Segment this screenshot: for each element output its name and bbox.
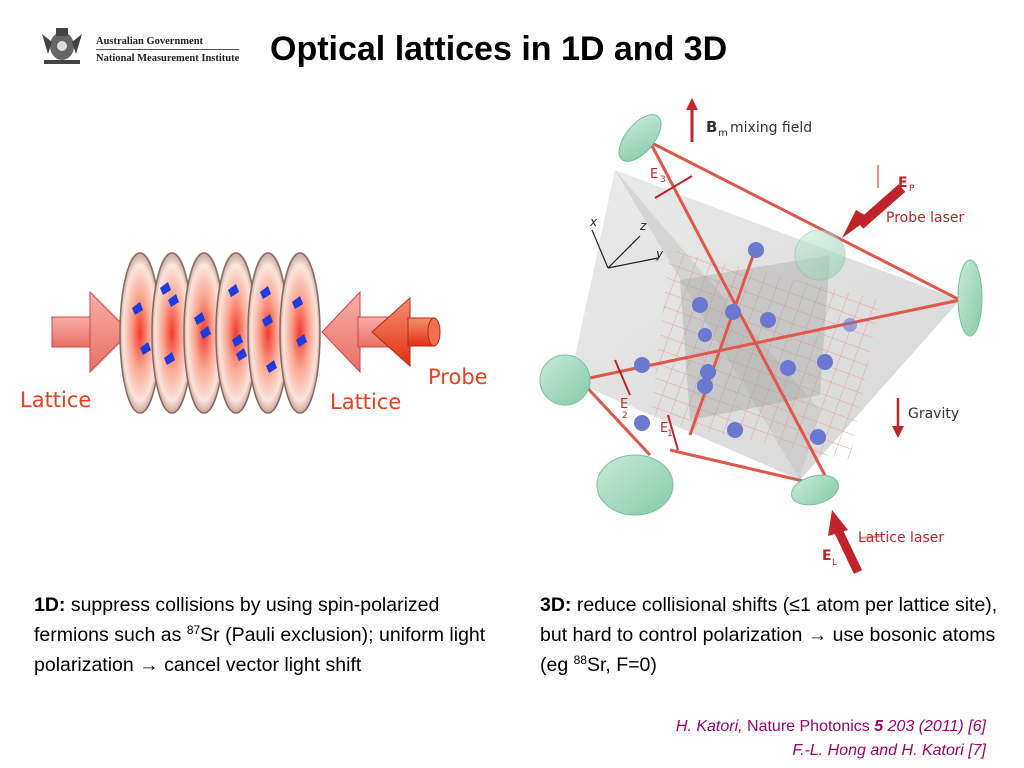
gravity-label: Gravity	[908, 406, 959, 422]
probe-arrow	[371, 296, 441, 368]
citation-author: H. Katori,	[675, 718, 743, 735]
bm-subscript: m	[718, 128, 728, 139]
slide-title: Optical lattices in 1D and 3D	[270, 30, 728, 68]
caption-1d-text-1: suppress collisions by using spin-polari…	[34, 594, 440, 646]
axis-x-label: x	[589, 215, 598, 229]
citation-journal: Nature Photonics	[742, 718, 875, 735]
e3-symbol: E	[650, 167, 658, 182]
e3-subscript: 3	[660, 175, 666, 185]
logo-divider	[96, 49, 239, 50]
e2-e1-polarization-arrows	[614, 359, 679, 451]
caption-1d-isotope: 87	[186, 623, 201, 637]
citation-volume: 5	[874, 718, 884, 735]
el-symbol: E	[822, 548, 832, 564]
figure-1d-lattice: Lattice Lattice Probe	[20, 252, 488, 414]
logo-line-government: Australian Government	[96, 36, 204, 47]
mirrors	[539, 114, 983, 516]
e2-symbol: E	[620, 397, 628, 412]
caption-1d-heading: 1D:	[34, 594, 66, 616]
caption-3d-text-1: reduce collisional shifts (≤1 atom per l…	[540, 594, 998, 676]
spin-polarized-atoms	[132, 282, 307, 373]
lattice-laser-arrow	[828, 510, 883, 574]
government-crest-logo	[42, 28, 82, 64]
ep-subscript: P	[909, 184, 915, 194]
mixing-field-label: mixing field	[730, 120, 812, 136]
citation-hong-katori: F.-L. Hong and H. Katori [7]	[792, 742, 986, 759]
gravity-arrow	[892, 398, 904, 438]
lattice-atoms	[634, 242, 857, 445]
probe-laser-label: Probe laser	[886, 210, 965, 226]
bm-symbol: B	[706, 118, 717, 136]
caption-3d-heading: 3D:	[540, 594, 572, 616]
probe-label: Probe	[428, 365, 488, 389]
citation-pages: 203 (2011) [6]	[883, 718, 986, 735]
caption-3d: 3D: reduce collisional shifts (≤1 atom p…	[540, 590, 1010, 680]
e2-subscript: 2	[622, 411, 628, 421]
mixing-field-arrow	[686, 98, 698, 142]
coordinate-axes	[591, 229, 659, 269]
figure-3d-lattice: B m mixing field E 3 E P Probe laser x z…	[539, 98, 983, 574]
e1-symbol: E	[660, 421, 668, 436]
e3-polarization-arrow	[654, 175, 693, 199]
right-lattice-label: Lattice	[330, 390, 401, 414]
caption-1d: 1D: suppress collisions by using spin-po…	[34, 590, 504, 680]
left-lattice-arrow	[51, 290, 131, 374]
axis-z-label: z	[639, 219, 647, 233]
caption-1d-text-2: Sr (Pauli exclusion); uniform light pola…	[34, 624, 486, 676]
lattice-disks	[119, 252, 321, 414]
lattice-laser-label: Lattice laser	[858, 530, 944, 546]
logo-line-institute: National Measurement Institute	[96, 53, 240, 64]
ep-symbol: E	[898, 175, 908, 191]
caption-3d-text-2: Sr, F=0)	[586, 654, 657, 676]
citation-katori: H. Katori, Nature Photonics 5 203 (2011)…	[676, 718, 986, 736]
el-subscript: L	[832, 558, 837, 568]
left-lattice-label: Lattice	[20, 388, 91, 412]
caption-3d-isotope: 88	[573, 653, 587, 667]
axis-y-label: y	[655, 247, 664, 261]
probe-laser-arrow	[842, 165, 906, 238]
e1-subscript: 1	[667, 429, 673, 439]
